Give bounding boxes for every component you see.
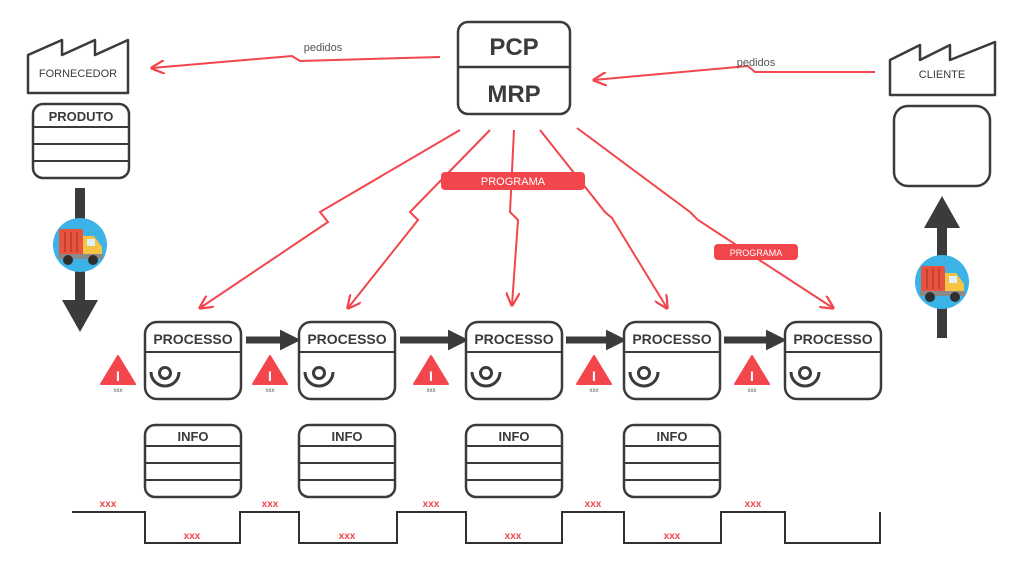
process-time-label: xxx <box>505 531 522 542</box>
info-box: INFO <box>464 423 564 499</box>
truck-icon <box>53 218 107 272</box>
schedule-arrow-2 <box>348 129 491 308</box>
schedule-badge-main-label: PROGRAMA <box>481 176 546 188</box>
product-data-box: PRODUTO <box>31 102 131 180</box>
process-title: PROCESSO <box>474 331 553 347</box>
inventory-quantity: xxx <box>590 388 599 394</box>
inventory-symbol: I <box>116 368 120 384</box>
schedule-arrow-5 <box>576 127 833 308</box>
inventory-quantity: xxx <box>114 388 123 394</box>
process-title: PROCESSO <box>153 331 232 347</box>
process-box: PROCESSO <box>622 320 722 401</box>
wait-time-label: xxx <box>100 499 117 510</box>
supplier-orders-arrow: pedidos <box>152 42 441 68</box>
mrp-label: MRP <box>487 81 540 108</box>
process-box: PROCESSO <box>783 320 883 401</box>
supplier-factory: FORNECEDOR <box>26 38 130 95</box>
planning-box: PCP MRP <box>456 20 572 116</box>
pcp-label: PCP <box>489 34 538 61</box>
timeline: xxx xxx xxx xxx xxx xxx xxx xxx xxx <box>72 499 881 544</box>
wait-time-label: xxx <box>745 499 762 510</box>
supplier-label: FORNECEDOR <box>39 68 117 80</box>
customer-orders-arrow: pedidos <box>594 57 875 80</box>
inventory-quantity: xxx <box>427 388 436 394</box>
supplier-orders-label: pedidos <box>304 42 343 54</box>
schedule-arrow-4 <box>539 129 667 308</box>
schedule-badge-side: PROGRAMA <box>714 244 798 260</box>
operator-icon <box>303 366 335 388</box>
wait-time-label: xxx <box>262 499 279 510</box>
process-box: PROCESSO <box>143 320 243 401</box>
customer-label: CLIENTE <box>919 69 965 81</box>
inventory-symbol: I <box>268 368 272 384</box>
operator-icon <box>789 366 821 388</box>
customer-data-box <box>892 104 992 188</box>
info-box: INFO <box>297 423 397 499</box>
inventory-symbol: I <box>750 368 754 384</box>
process-title: PROCESSO <box>632 331 711 347</box>
process-time-label: xxx <box>339 531 356 542</box>
inventory-quantity: xxx <box>266 388 275 394</box>
schedule-badge-side-label: PROGRAMA <box>730 248 783 258</box>
wait-time-label: xxx <box>585 499 602 510</box>
customer-orders-label: pedidos <box>737 57 776 69</box>
process-box: PROCESSO <box>464 320 564 401</box>
info-title: INFO <box>656 429 687 444</box>
process-box: PROCESSO <box>297 320 397 401</box>
process-title: PROCESSO <box>793 331 872 347</box>
schedule-arrows <box>200 127 833 308</box>
customer-factory: CLIENTE <box>888 40 997 97</box>
info-box: INFO <box>622 423 722 499</box>
operator-icon <box>149 366 181 388</box>
product-title: PRODUTO <box>49 109 114 124</box>
info-title: INFO <box>498 429 529 444</box>
inventory-symbol: I <box>592 368 596 384</box>
process-title: PROCESSO <box>307 331 386 347</box>
info-title: INFO <box>177 429 208 444</box>
operator-icon <box>628 366 660 388</box>
inventory-symbol: I <box>429 368 433 384</box>
wait-time-label: xxx <box>423 499 440 510</box>
info-box: INFO <box>143 423 243 499</box>
process-time-label: xxx <box>184 531 201 542</box>
timeline-ladder <box>72 511 881 544</box>
inventory-quantity: xxx <box>748 388 757 394</box>
operator-icon <box>470 366 502 388</box>
process-time-label: xxx <box>664 531 681 542</box>
info-title: INFO <box>331 429 362 444</box>
schedule-arrow-3 <box>510 129 518 305</box>
schedule-arrow-1 <box>200 129 461 308</box>
schedule-badge-main: PROGRAMA <box>441 172 585 190</box>
truck-icon <box>915 255 969 309</box>
